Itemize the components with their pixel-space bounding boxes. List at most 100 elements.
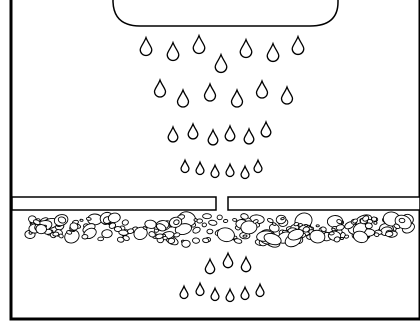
gravel-pebble <box>333 236 341 243</box>
gravel-pebble <box>81 234 89 240</box>
water-drop <box>280 85 294 105</box>
water-drop <box>240 164 250 180</box>
gravel-pebble <box>208 219 218 226</box>
gravel-pebble <box>398 217 406 224</box>
gravel-pebble <box>107 212 121 224</box>
gravel-pebble <box>97 236 105 242</box>
gravel-pebble <box>352 218 358 224</box>
gravel-pebble <box>52 231 60 237</box>
water-drop <box>187 121 199 140</box>
gravel-pebble <box>116 236 125 243</box>
gravel-pebble <box>242 234 248 238</box>
gravel-pebble <box>309 229 326 244</box>
water-drop <box>240 255 252 273</box>
separator-plate <box>11 196 420 211</box>
separator-plate-left <box>11 196 217 211</box>
gravel-pebble <box>233 238 243 244</box>
gravel-pebble <box>162 235 168 241</box>
water-drop <box>210 163 220 179</box>
gravel-pebble <box>216 227 235 243</box>
gravel-pebble <box>240 213 249 220</box>
gravel-pebble <box>320 226 327 232</box>
gravel-pebble <box>155 223 167 232</box>
gravel-filter-bed <box>24 211 415 248</box>
gravel-pebble <box>328 231 335 236</box>
gravel-pebble <box>222 219 229 223</box>
water-drop <box>266 41 280 63</box>
gravel-pebble <box>240 220 258 235</box>
gravel-pebble <box>121 219 129 226</box>
gravel-pebble <box>69 222 79 231</box>
gravel-pebble <box>336 219 343 225</box>
water-drop <box>176 88 190 108</box>
gravel-pebble <box>193 218 198 222</box>
gravel-pebble <box>362 215 370 222</box>
water-drop <box>167 124 179 143</box>
gravel-pebble <box>133 226 148 241</box>
gravel-pebble <box>364 222 373 230</box>
gravel-pebble <box>302 226 310 233</box>
gravel-pebble <box>85 217 92 221</box>
tank-outline <box>9 0 420 321</box>
gravel-pebble <box>167 237 176 244</box>
gravel-pebble <box>263 233 282 246</box>
gravel-pebble <box>142 226 148 230</box>
water-drop <box>260 119 272 138</box>
water-drop <box>139 35 153 57</box>
water-drop <box>239 37 253 59</box>
water-drop <box>222 251 234 269</box>
gravel-pebble <box>371 216 378 222</box>
water-drop <box>195 281 205 297</box>
water-drop <box>214 52 228 74</box>
gravel-pebble <box>155 233 164 240</box>
gravel-pebble <box>280 217 285 221</box>
gravel-pebble <box>108 222 117 229</box>
water-drop <box>240 285 250 301</box>
water-drop <box>253 158 263 174</box>
water-drop <box>225 287 235 303</box>
gravel-pebble <box>66 230 73 235</box>
water-drop <box>255 79 269 99</box>
gravel-pebble <box>196 218 203 224</box>
gravel-pebble <box>118 229 129 236</box>
gravel-pebble <box>304 224 309 227</box>
gravel-pebble <box>315 224 320 228</box>
gravel-pebble <box>201 222 207 228</box>
water-drop <box>195 160 205 176</box>
gravel-pebble <box>216 214 223 221</box>
gravel-pebble <box>202 213 212 220</box>
gravel-pebble <box>373 221 378 225</box>
gravel-pebble <box>192 226 201 234</box>
water-drop <box>207 127 219 146</box>
gravel-pebble <box>287 228 304 241</box>
gravel-pebble <box>293 221 299 227</box>
water-drop <box>203 82 217 102</box>
gravel-pebble <box>58 233 64 239</box>
water-drop <box>204 257 216 275</box>
falling-drops-above <box>139 33 305 180</box>
water-drop <box>255 282 265 298</box>
gravel-pebble <box>35 224 47 235</box>
water-drop <box>224 123 236 142</box>
gravel-pebble <box>33 219 41 226</box>
gravel-pebble <box>206 228 214 235</box>
water-drop <box>179 284 189 300</box>
water-drop <box>243 126 255 145</box>
gravel-pebble <box>385 231 394 237</box>
gravel-pebble <box>148 231 156 238</box>
water-drop <box>225 162 235 178</box>
water-drop <box>291 34 305 56</box>
gravel-pebble <box>267 217 274 224</box>
gravel-pebble <box>353 230 369 244</box>
gravel-pebble <box>252 219 259 224</box>
gravel-pebble <box>122 235 130 241</box>
gravel-pebble <box>331 227 336 232</box>
water-drop <box>210 286 220 302</box>
water-drop <box>192 33 206 55</box>
gravel-pebble <box>57 216 67 224</box>
water-drop <box>166 40 180 62</box>
gravel-pebble <box>335 224 345 231</box>
gravel-pebble <box>202 237 210 244</box>
gravel-pebble <box>393 223 401 230</box>
water-drop <box>230 88 244 108</box>
